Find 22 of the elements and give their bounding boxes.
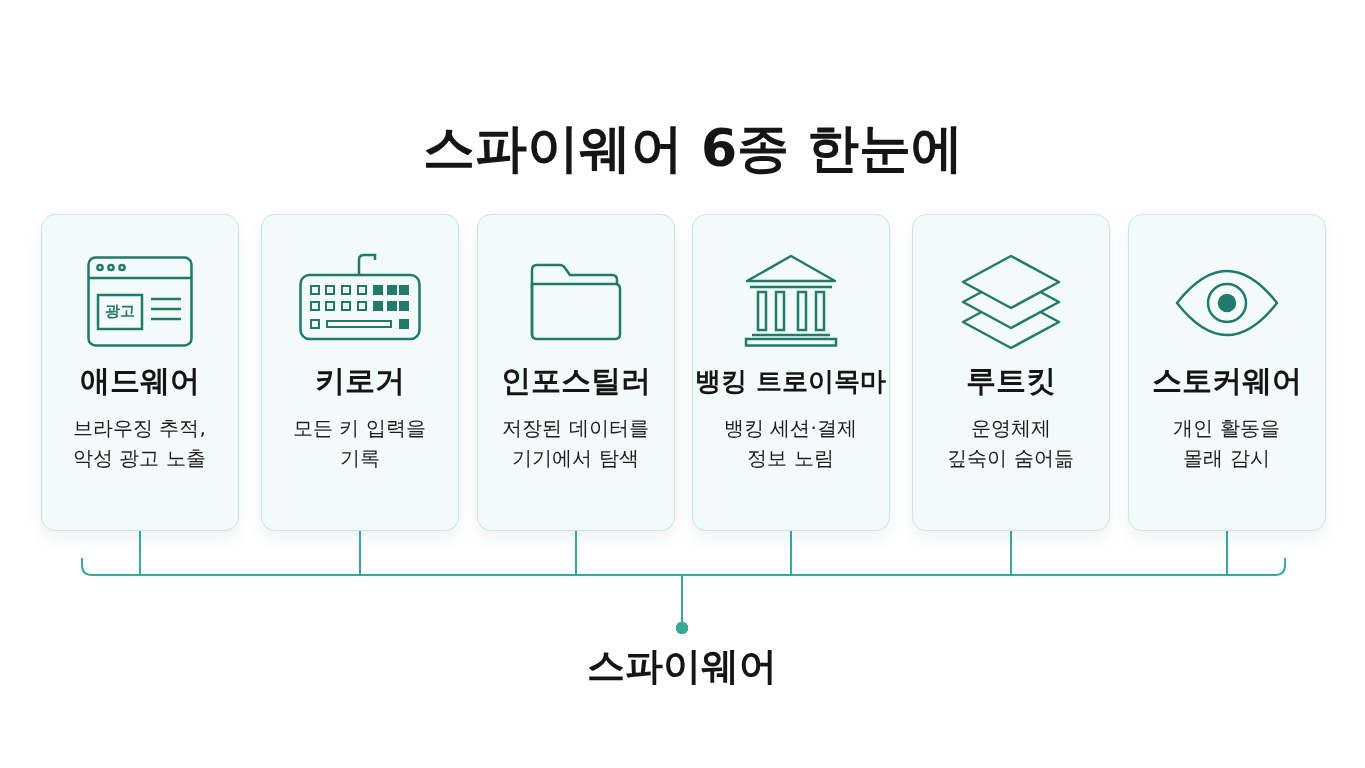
ad-label: 광고 [104, 301, 135, 320]
card [912, 214, 1110, 531]
heading: 루트킷 [965, 362, 1056, 400]
heading: 스토커웨어 [1151, 362, 1302, 400]
description: 저장된 데이터를 기기에서 탐색 [501, 415, 650, 472]
description: 뱅킹 세션·결제 정보 노림 [723, 415, 858, 472]
heading: 애드웨어 [79, 362, 200, 400]
card [692, 214, 890, 531]
description: 브라우징 추적, 악성 광고 노출 [72, 415, 207, 472]
title: 스파이웨어 6종 한눈에 [422, 118, 964, 178]
connector [676, 530, 1228, 635]
card [41, 214, 239, 531]
heading: 키로거 [314, 362, 405, 400]
heading: 뱅킹 트로이목마 [694, 365, 887, 398]
card [261, 214, 459, 531]
description: 모든 키 입력을 기록 [292, 415, 427, 472]
category-label: 스파이웨어 [587, 634, 777, 694]
description: 운영체제 깊숙이 숨어듦 [946, 415, 1075, 472]
description: 개인 활동을 몰래 감시 [1172, 415, 1281, 472]
card [477, 214, 675, 531]
card [1128, 214, 1326, 531]
heading: 인포스틸러 [500, 362, 651, 400]
